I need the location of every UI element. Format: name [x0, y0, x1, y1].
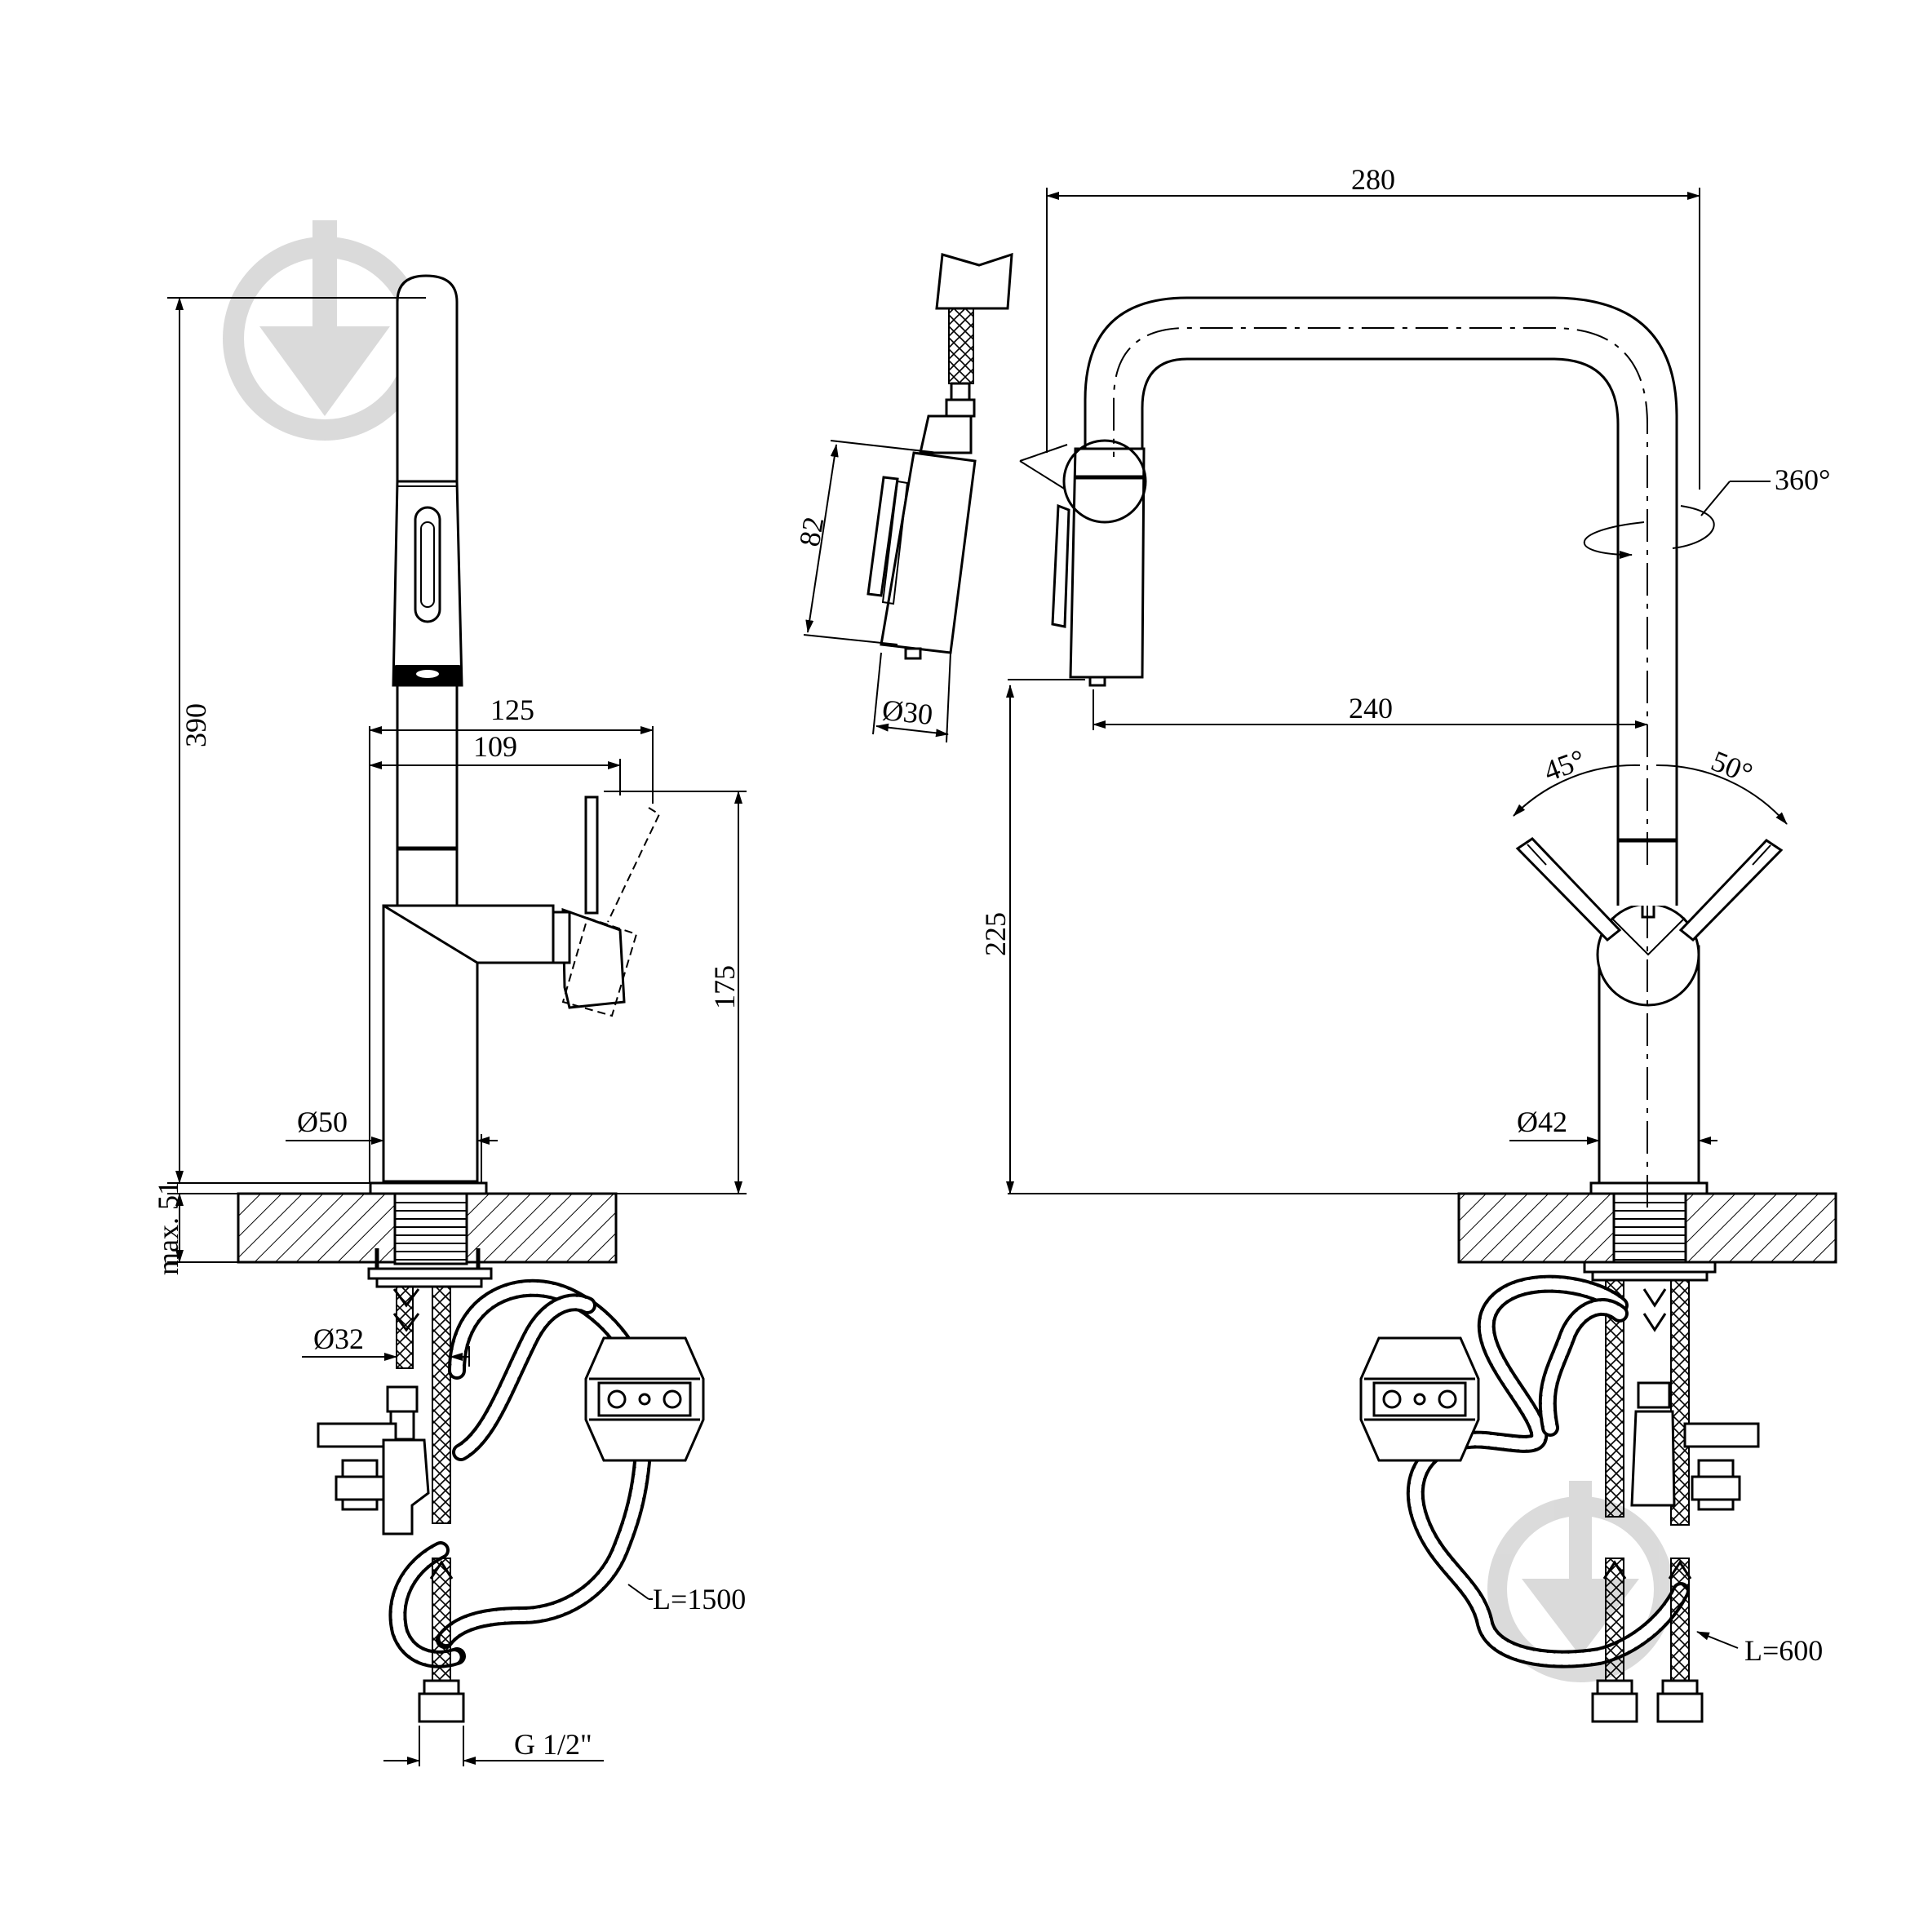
dim-total-width: 280	[1351, 163, 1395, 196]
dim-head-length: 82	[793, 514, 831, 548]
dim-lever-angle-left: 45°	[1540, 743, 1589, 788]
front-view	[1006, 188, 1837, 1723]
hose-weight-icon-left	[584, 1336, 705, 1462]
dim-base-diameter: Ø50	[297, 1106, 348, 1138]
watermark-logo-icon-top	[223, 220, 427, 441]
hose-weight-icon-right	[1359, 1336, 1480, 1462]
dim-lever-reach: 125	[490, 693, 534, 726]
pullout-head-detail	[803, 252, 1013, 743]
dim-shank-diameter: Ø32	[313, 1323, 364, 1355]
dim-side-height: 390	[180, 703, 212, 747]
dim-rotation: 360°	[1775, 463, 1830, 496]
dim-connector-thread: G 1/2"	[514, 1728, 592, 1761]
dim-head-diameter: Ø30	[880, 693, 934, 731]
dim-spout-clearance: 225	[979, 912, 1012, 956]
dim-supply-hose-length: L=600	[1744, 1634, 1823, 1667]
dim-lever-height: 175	[708, 965, 741, 1009]
dim-body-diameter: Ø42	[1517, 1106, 1567, 1138]
dim-pullout-hose-length: L=1500	[653, 1583, 746, 1615]
side-view	[167, 274, 747, 1766]
dim-mount-depth: max. 51	[152, 1181, 184, 1275]
dim-lever-angle-right: 50°	[1707, 744, 1757, 790]
dim-body-reach: 109	[473, 730, 517, 763]
dim-spout-reach: 240	[1349, 692, 1393, 724]
